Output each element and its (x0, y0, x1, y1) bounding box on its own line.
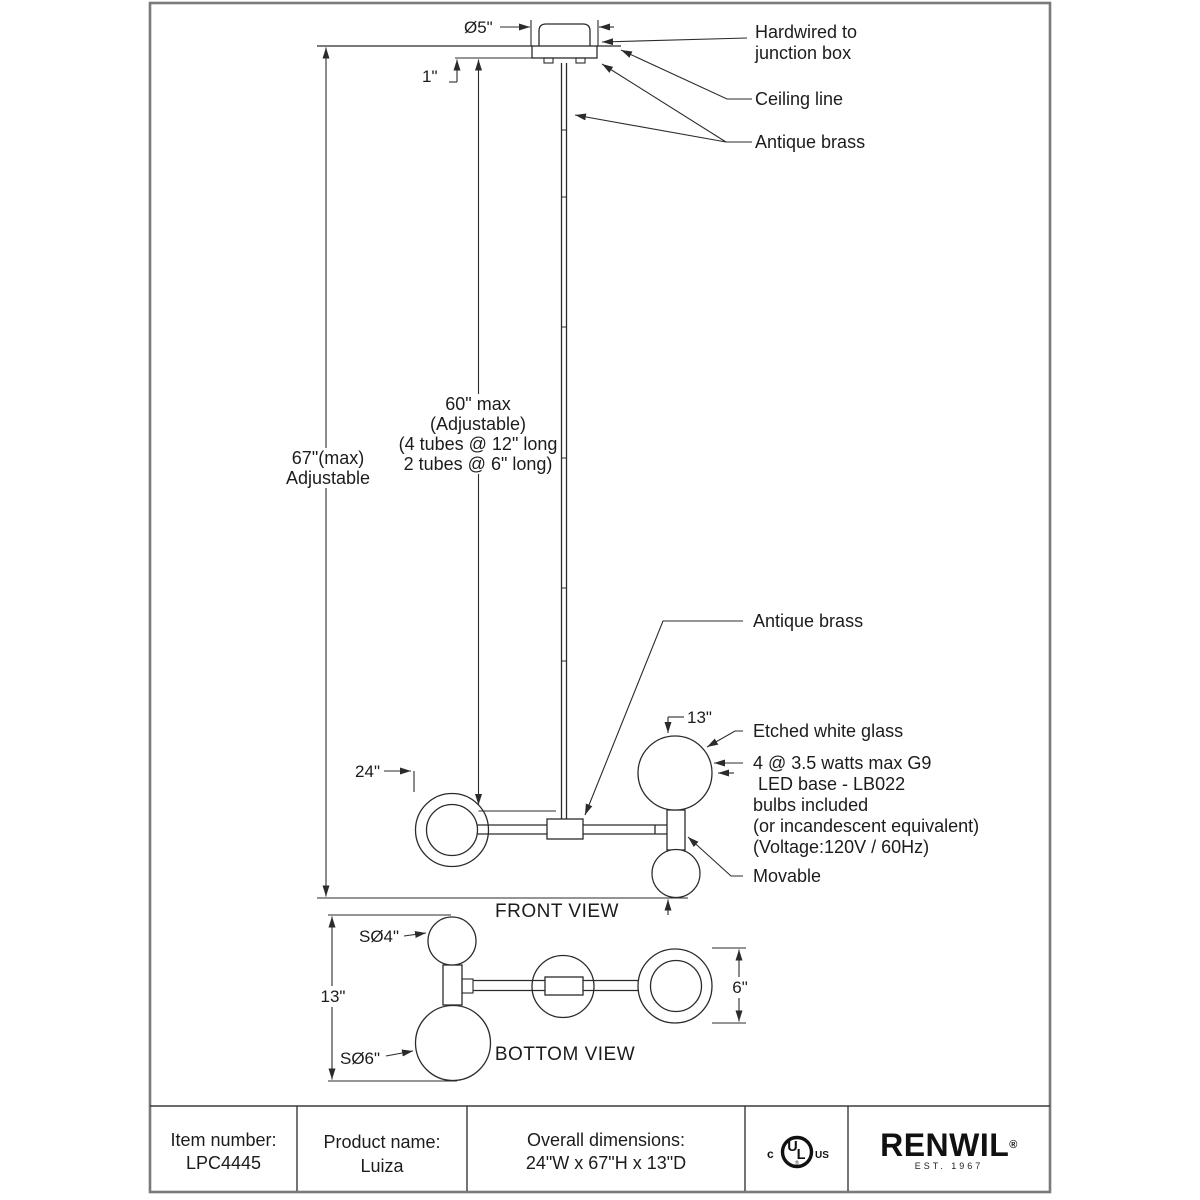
bottom-view-dimensions (328, 914, 746, 1082)
ul-listed-icon: c U L ® US (767, 1135, 829, 1169)
footer-dimensions-value: 24"W x 67"H x 13"D (525, 1153, 687, 1173)
rod-joints (561, 129, 567, 662)
ul-l-letter: L (797, 1147, 806, 1163)
ul-us-label: US (815, 1150, 829, 1161)
front-view-drawing (317, 20, 713, 899)
dim-overall-height: 67"(max) Adjustable (268, 448, 388, 488)
arm-left (477, 824, 547, 835)
front-view-title: FRONT VIEW (495, 901, 619, 922)
dim-small-globe: SØ4" (359, 927, 400, 946)
movable-stem (666, 809, 686, 851)
dim-large-globe: SØ6" (340, 1049, 381, 1068)
hanging-rod (560, 63, 568, 820)
ul-c-label: c (767, 1147, 774, 1161)
brand-logo: RENWIL® EST. 1967 (848, 1127, 1050, 1172)
glass-globe-small (651, 848, 701, 899)
stem-bottom-view (442, 964, 463, 1006)
sheet-border (148, 1, 1052, 1194)
bottom-view-title: BOTTOM VIEW (494, 1044, 636, 1065)
footer-dimensions-label: Overall dimensions: (526, 1130, 686, 1150)
mounting-plate (531, 45, 598, 59)
brand-name: RENWIL® (880, 1127, 1018, 1163)
large-globe-bottom-view (414, 1004, 492, 1082)
dim-fixture-height: 13" (687, 708, 712, 727)
footer-table (150, 1105, 1050, 1191)
footer-item-number-label: Item number: (170, 1130, 277, 1150)
callout-etched-glass: Etched white glass (753, 721, 904, 741)
ul-u-letter: U (787, 1139, 797, 1155)
dim-bottom-height: 13" (316, 986, 350, 1007)
bottom-view-drawing (414, 916, 713, 1082)
connector-bottom-view (544, 976, 584, 996)
callout-antique-brass-mid: Antique brass (753, 611, 864, 631)
glass-globe-large (637, 735, 713, 811)
callout-ceiling-line: Ceiling line (755, 89, 844, 109)
center-connector (546, 818, 584, 840)
canopy (538, 23, 591, 46)
dim-rod-length: 60" max (Adjustable) (4 tubes @ 12" long… (398, 394, 558, 474)
footer-product-name: Luiza (360, 1156, 404, 1176)
brand-established: EST. 1967 (914, 1161, 984, 1171)
brand-registered-mark: ® (1009, 1139, 1018, 1151)
callout-movable: Movable (753, 866, 822, 886)
dim-ring-diameter: 6" (727, 977, 753, 998)
ul-registered-mark: ® (795, 1160, 799, 1167)
ring-shade (414, 792, 490, 868)
front-view-dimensions (317, 23, 752, 915)
dim-canopy-height: 1" (422, 67, 438, 86)
small-globe-bottom-view (427, 916, 477, 966)
footer-item-number: LPC4445 (185, 1153, 262, 1173)
arm-bottom-view (473, 979, 639, 992)
dim-overall-width: 24" (355, 762, 380, 781)
arm-right (583, 824, 667, 835)
callout-bulb-specs: 4 @ 3.5 watts max G9 LED base - LB022 bu… (753, 753, 980, 857)
dim-canopy-diameter: Ø5" (464, 18, 493, 37)
callout-antique-brass-top: Antique brass (755, 132, 866, 152)
footer-product-name-label: Product name: (323, 1132, 441, 1152)
callout-hardwired: Hardwired to junction box (755, 22, 858, 63)
